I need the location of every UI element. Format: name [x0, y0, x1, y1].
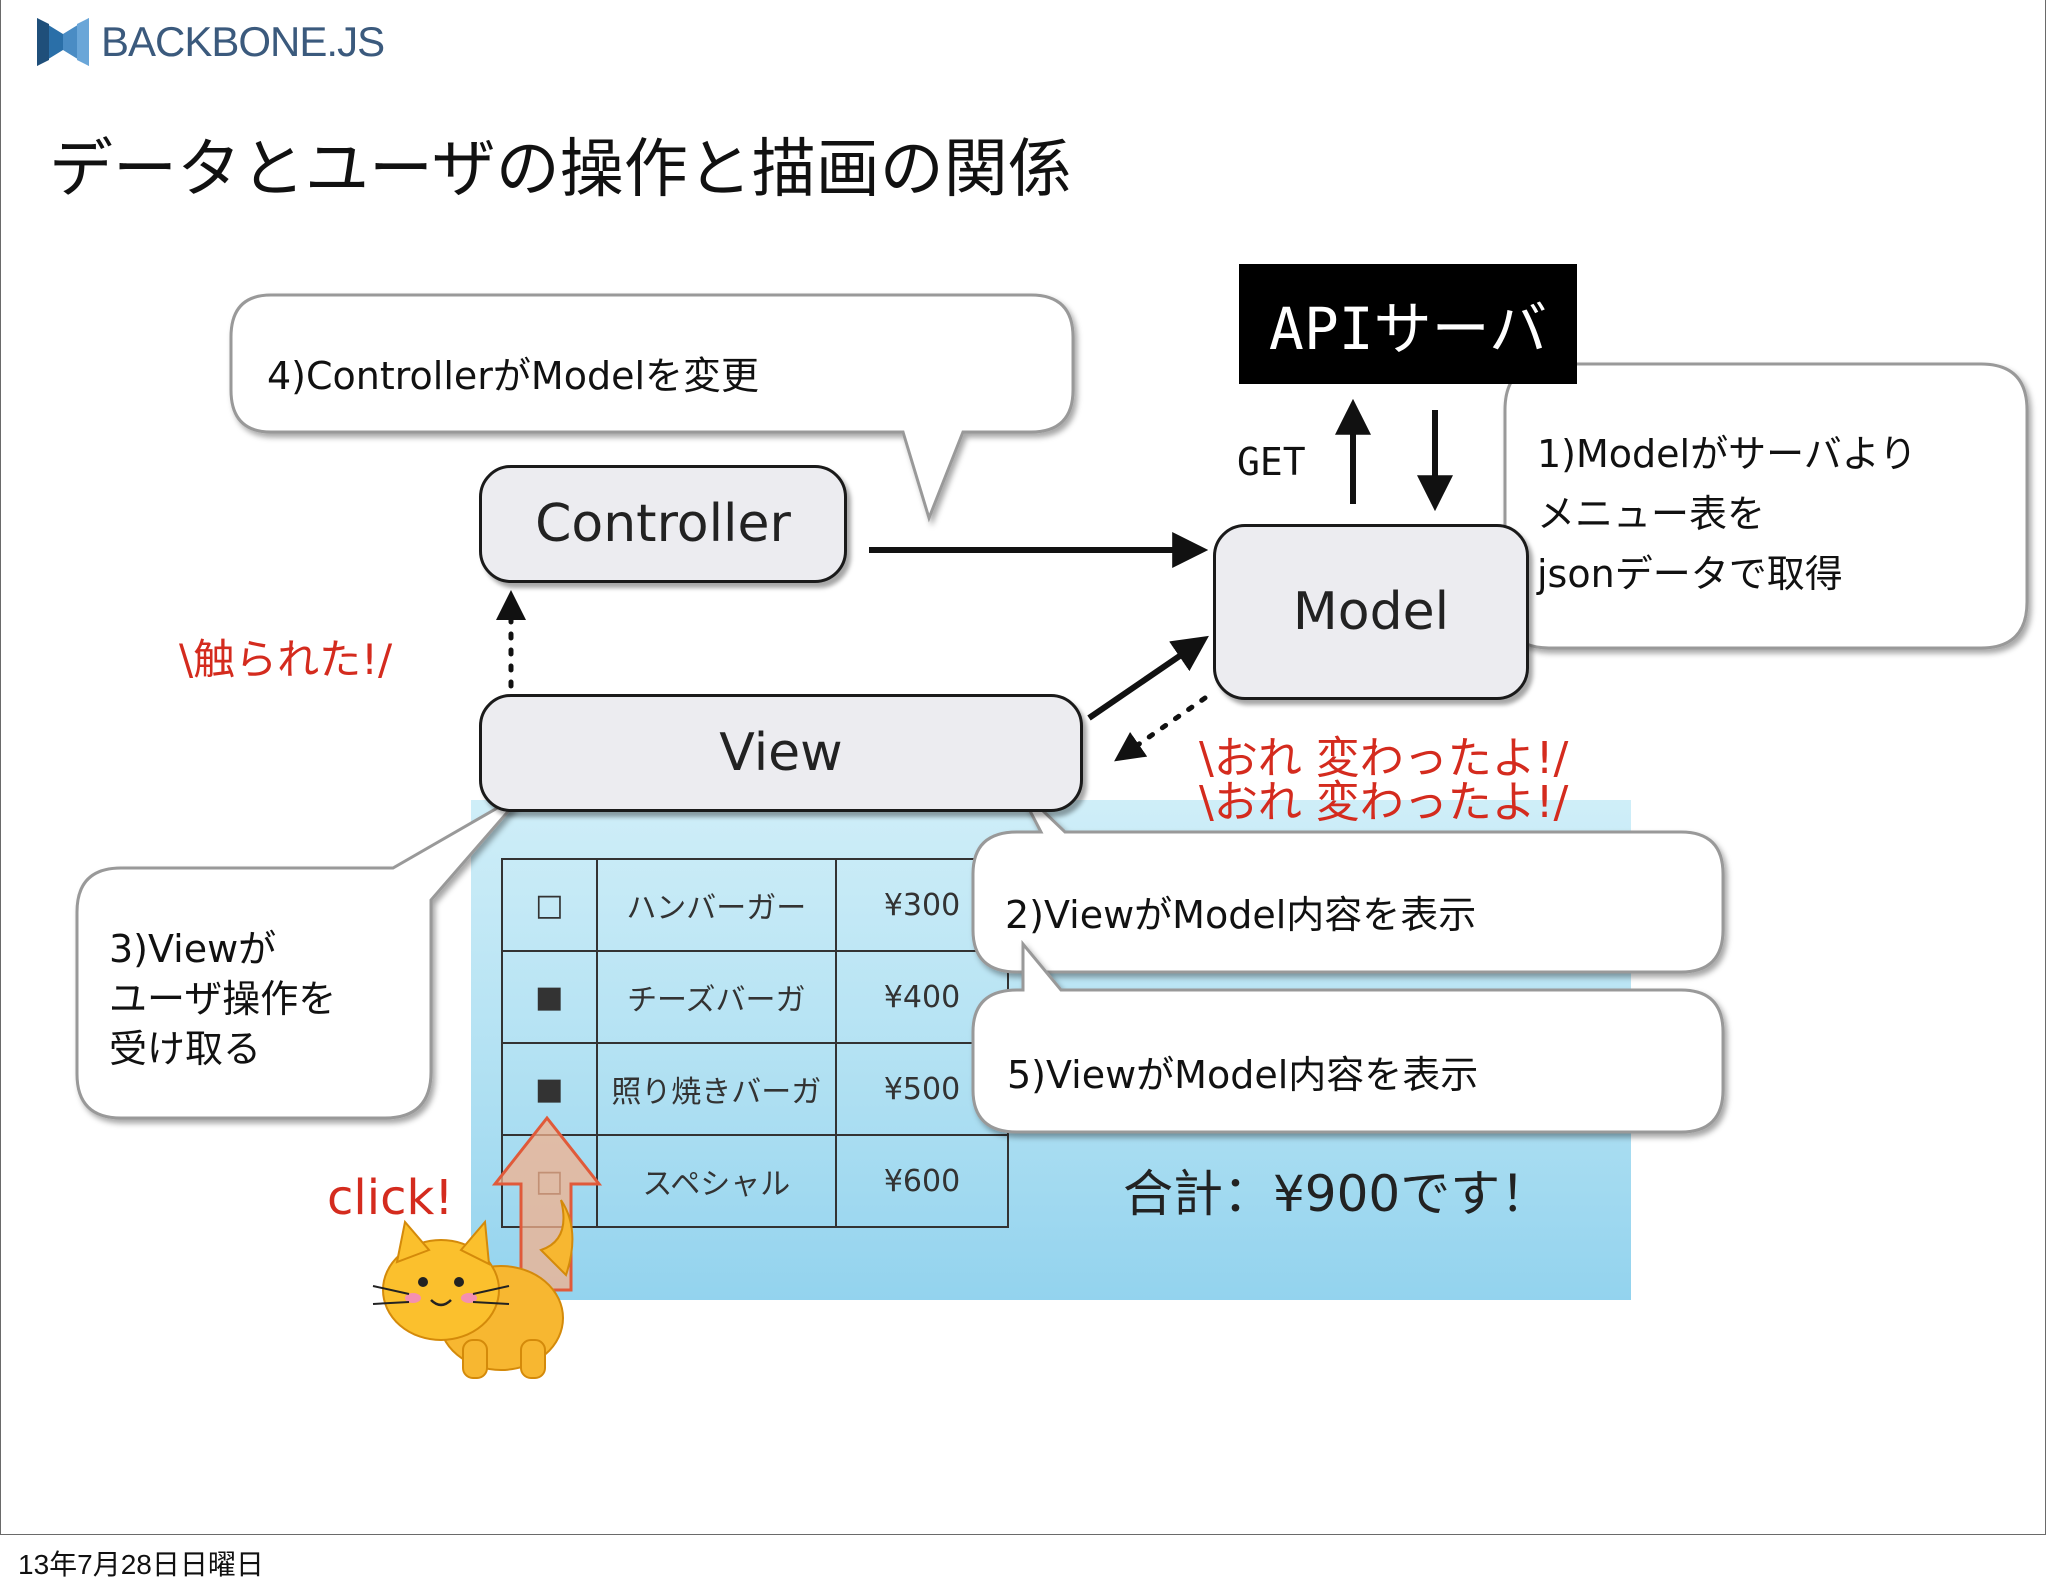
changed-exclamation-2: \おれ 変わったよ!/: [1199, 777, 1569, 828]
get-label: GET: [1237, 440, 1306, 484]
speech-bubble-3: [75, 790, 527, 1120]
api-server-box: APIサーバ: [1239, 264, 1577, 384]
footer-bar: [0, 1535, 2048, 1587]
bubble-2-text: 2)ViewがModel内容を表示: [1005, 893, 1477, 937]
view-to-model-arrow: [1087, 635, 1209, 721]
logo-text: BACKBONE.JS: [101, 18, 385, 65]
bubble-1-line: 1)Modelがサーバより: [1537, 432, 1917, 476]
speech-bubble-2: [971, 784, 1725, 974]
bubble-4-text: 4)ControllerがModelを変更: [267, 354, 760, 398]
backbone-logo: [35, 14, 375, 74]
menu-checkbox[interactable]: □: [501, 858, 598, 952]
bubble-3-line: 3)Viewが: [109, 927, 277, 971]
menu-item-name: 照り焼きバーガ: [595, 1042, 838, 1136]
model-to-view-dotted-arrow: [1114, 695, 1208, 762]
click-label: click!: [327, 1170, 454, 1226]
speech-bubble-5: [971, 939, 1725, 1134]
bubble-1-text: 1)Modelがサーバより メニュー表を jsonデータで取得: [1537, 424, 1917, 604]
menu-item-name: チーズバーガ: [595, 950, 838, 1044]
speech-bubble-1: [1491, 362, 2029, 650]
bubble-3-text: 3)Viewが ユーザ操作を 受け取る: [109, 924, 336, 1074]
bubble-1-line: jsonデータで取得: [1537, 552, 1843, 596]
controller-box: Controller: [479, 465, 847, 583]
table-row: □ ハンバーガー ¥300: [501, 858, 1009, 952]
table-row: ■ チーズバーガ ¥400: [501, 950, 1009, 1044]
diagram-canvas: [75, 293, 2029, 1379]
bubble-3-line: ユーザ操作を: [109, 977, 337, 1021]
speech-bubble-4: [229, 293, 1075, 523]
touched-exclamation: \触られた!/: [179, 635, 393, 684]
bubble-1-line: メニュー表を: [1537, 492, 1766, 536]
cat-icon: [372, 1199, 574, 1379]
menu-item-price: ¥600: [835, 1134, 1009, 1228]
view-box: View: [479, 694, 1083, 812]
slide: BACKBONE.JS データとユーザの操作と描画の関係 □ ハンバーガー ¥3…: [0, 0, 2046, 1535]
menu-item-name: ハンバーガー: [595, 858, 838, 952]
footer-date: 13年7月28日日曜日: [18, 1549, 264, 1580]
changed-exclamation-1: \おれ 変わったよ!/: [1199, 733, 1569, 784]
model-box: Model: [1213, 524, 1529, 700]
page-title: データとユーザの操作と描画の関係: [49, 133, 1072, 207]
click-up-arrow: [491, 1115, 603, 1292]
bubble-5-text: 5)ViewがModel内容を表示: [1007, 1053, 1479, 1097]
menu-checkbox[interactable]: ■: [501, 950, 598, 1044]
bubble-3-line: 受け取る: [109, 1027, 262, 1071]
menu-item-name: スペシャル: [595, 1134, 838, 1228]
menu-total: 合計：¥900です！: [1123, 1165, 1551, 1223]
backbone-logo-icon: [37, 18, 89, 66]
